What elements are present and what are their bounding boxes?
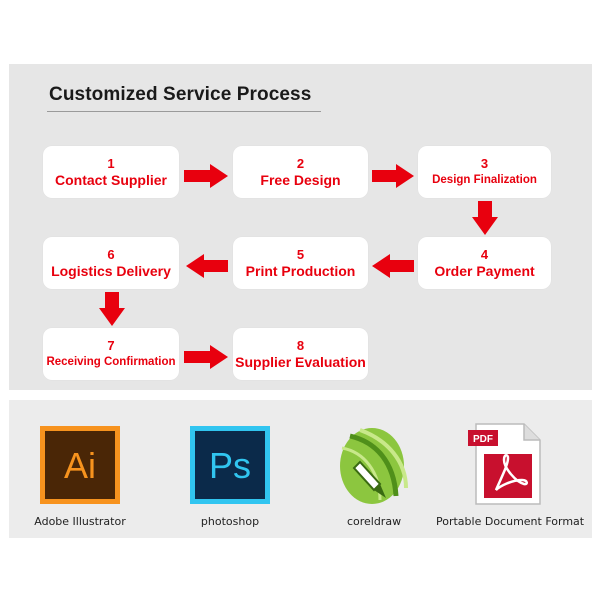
ps-mark: Ps bbox=[209, 445, 251, 486]
step-6-box: 6 Logistics Delivery bbox=[43, 237, 179, 289]
ai-mark: Ai bbox=[64, 445, 96, 486]
step-number: 4 bbox=[480, 247, 489, 262]
step-7-box: 7 Receiving Confirmation bbox=[43, 328, 179, 380]
step-number: 6 bbox=[107, 247, 115, 262]
step-label: Logistics Delivery bbox=[51, 263, 171, 279]
arrow-down-icon bbox=[99, 292, 125, 326]
arrow-right-icon bbox=[184, 345, 228, 369]
step-number: 1 bbox=[107, 156, 115, 171]
step-number: 3 bbox=[480, 156, 489, 171]
arrow-right-icon bbox=[184, 164, 228, 188]
step-1-box: 1 Contact Supplier bbox=[43, 146, 179, 198]
step-number: 8 bbox=[296, 338, 305, 353]
step-label: Supplier Evaluation bbox=[235, 354, 366, 370]
tool-label-photoshop: photoshop bbox=[200, 515, 260, 528]
arrow-left-icon bbox=[372, 254, 414, 278]
step-label: Free Design bbox=[260, 172, 341, 188]
step-4-box: 4 Order Payment bbox=[418, 237, 551, 289]
tool-label-coreldraw: coreldraw bbox=[346, 515, 402, 528]
step-3-box: 3 Design Finalization bbox=[418, 146, 551, 198]
step-number: 2 bbox=[296, 156, 305, 171]
step-2-box: 2 Free Design bbox=[233, 146, 368, 198]
pdf-mark: PDF bbox=[473, 434, 493, 445]
step-label: Contact Supplier bbox=[54, 172, 167, 188]
title-underline bbox=[47, 111, 321, 112]
photoshop-icon: Ps bbox=[190, 426, 270, 504]
step-number: 7 bbox=[107, 338, 115, 353]
tool-label-illustrator: Adobe Illustrator bbox=[34, 515, 126, 528]
pdf-icon: PDF bbox=[468, 423, 541, 505]
tool-label-pdf: Portable Document Format bbox=[436, 515, 585, 528]
step-8-box: 8 Supplier Evaluation bbox=[233, 328, 368, 380]
arrow-left-icon bbox=[186, 254, 228, 278]
arrow-down-icon bbox=[472, 201, 498, 235]
page-title: Customized Service Process bbox=[49, 84, 312, 105]
coreldraw-icon bbox=[340, 428, 408, 504]
arrow-right-icon bbox=[372, 164, 414, 188]
step-label: Print Production bbox=[245, 263, 356, 279]
step-number: 5 bbox=[296, 247, 305, 262]
step-label: Design Finalization bbox=[432, 174, 537, 186]
step-label: Order Payment bbox=[434, 263, 535, 279]
adobe-illustrator-icon: Ai bbox=[40, 426, 120, 504]
step-5-box: 5 Print Production bbox=[233, 237, 368, 289]
step-label: Receiving Confirmation bbox=[46, 356, 176, 368]
